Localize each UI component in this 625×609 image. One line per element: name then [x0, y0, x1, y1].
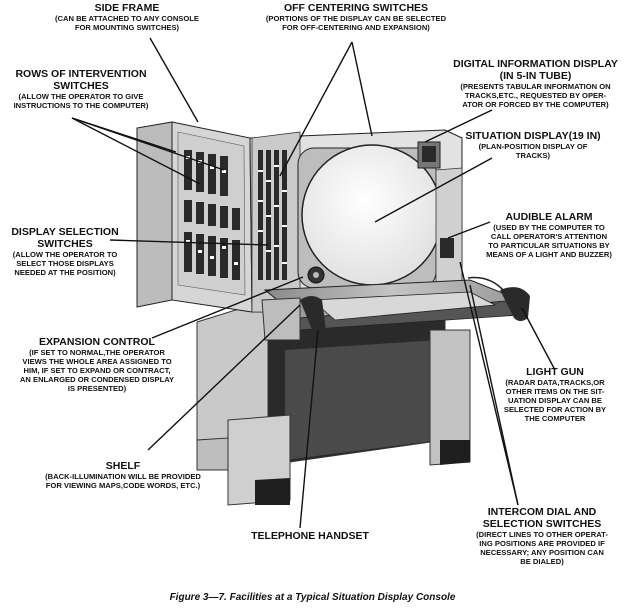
- label-light-gun: LIGHT GUN (RADAR DATA,TRACKS,OR OTHER IT…: [503, 366, 607, 423]
- telephone-handset: [300, 296, 326, 333]
- console-base: [196, 299, 471, 506]
- figure-caption: Figure 3—7. Facilities at a Typical Situ…: [169, 592, 456, 603]
- label-off-centering-switches: OFF CENTERING SWITCHES (PORTIONS OF THE …: [265, 2, 447, 32]
- label-display-selection-switches: DISPLAY SELECTION SWITCHES (ALLOW THE OP…: [11, 226, 119, 277]
- label-expansion-control: EXPANSION CONTROL (IF SET TO NORMAL,THE …: [19, 336, 175, 393]
- label-digital-info-display: DIGITAL INFORMATION DISPLAY (IN 5-IN TUB…: [453, 58, 618, 109]
- label-shelf: SHELF (BACK-ILLUMINATION WILL BE PROVIDE…: [45, 460, 201, 490]
- label-intercom-dial: INTERCOM DIAL AND SELECTION SWITCHES (DI…: [476, 506, 608, 566]
- label-intervention-switches: ROWS OF INTERVENTION SWITCHES (ALLOW THE…: [13, 68, 149, 110]
- light-gun: [500, 287, 530, 321]
- label-telephone-handset: TELEPHONE HANDSET: [251, 530, 369, 542]
- label-situation-display: SITUATION DISPLAY(19 IN) (PLAN-POSITION …: [465, 130, 601, 160]
- label-audible-alarm: AUDIBLE ALARM (USED BY THE COMPUTER TO C…: [486, 211, 612, 259]
- audible-alarm-lamp: [440, 238, 454, 258]
- main-cabinet: [249, 129, 530, 341]
- side-frame: [136, 121, 253, 313]
- label-side-frame: SIDE FRAME (CAN BE ATTACHED TO ANY CONSO…: [54, 2, 199, 32]
- digital-info-tube: [422, 146, 436, 162]
- leader-lines: [71, 37, 556, 529]
